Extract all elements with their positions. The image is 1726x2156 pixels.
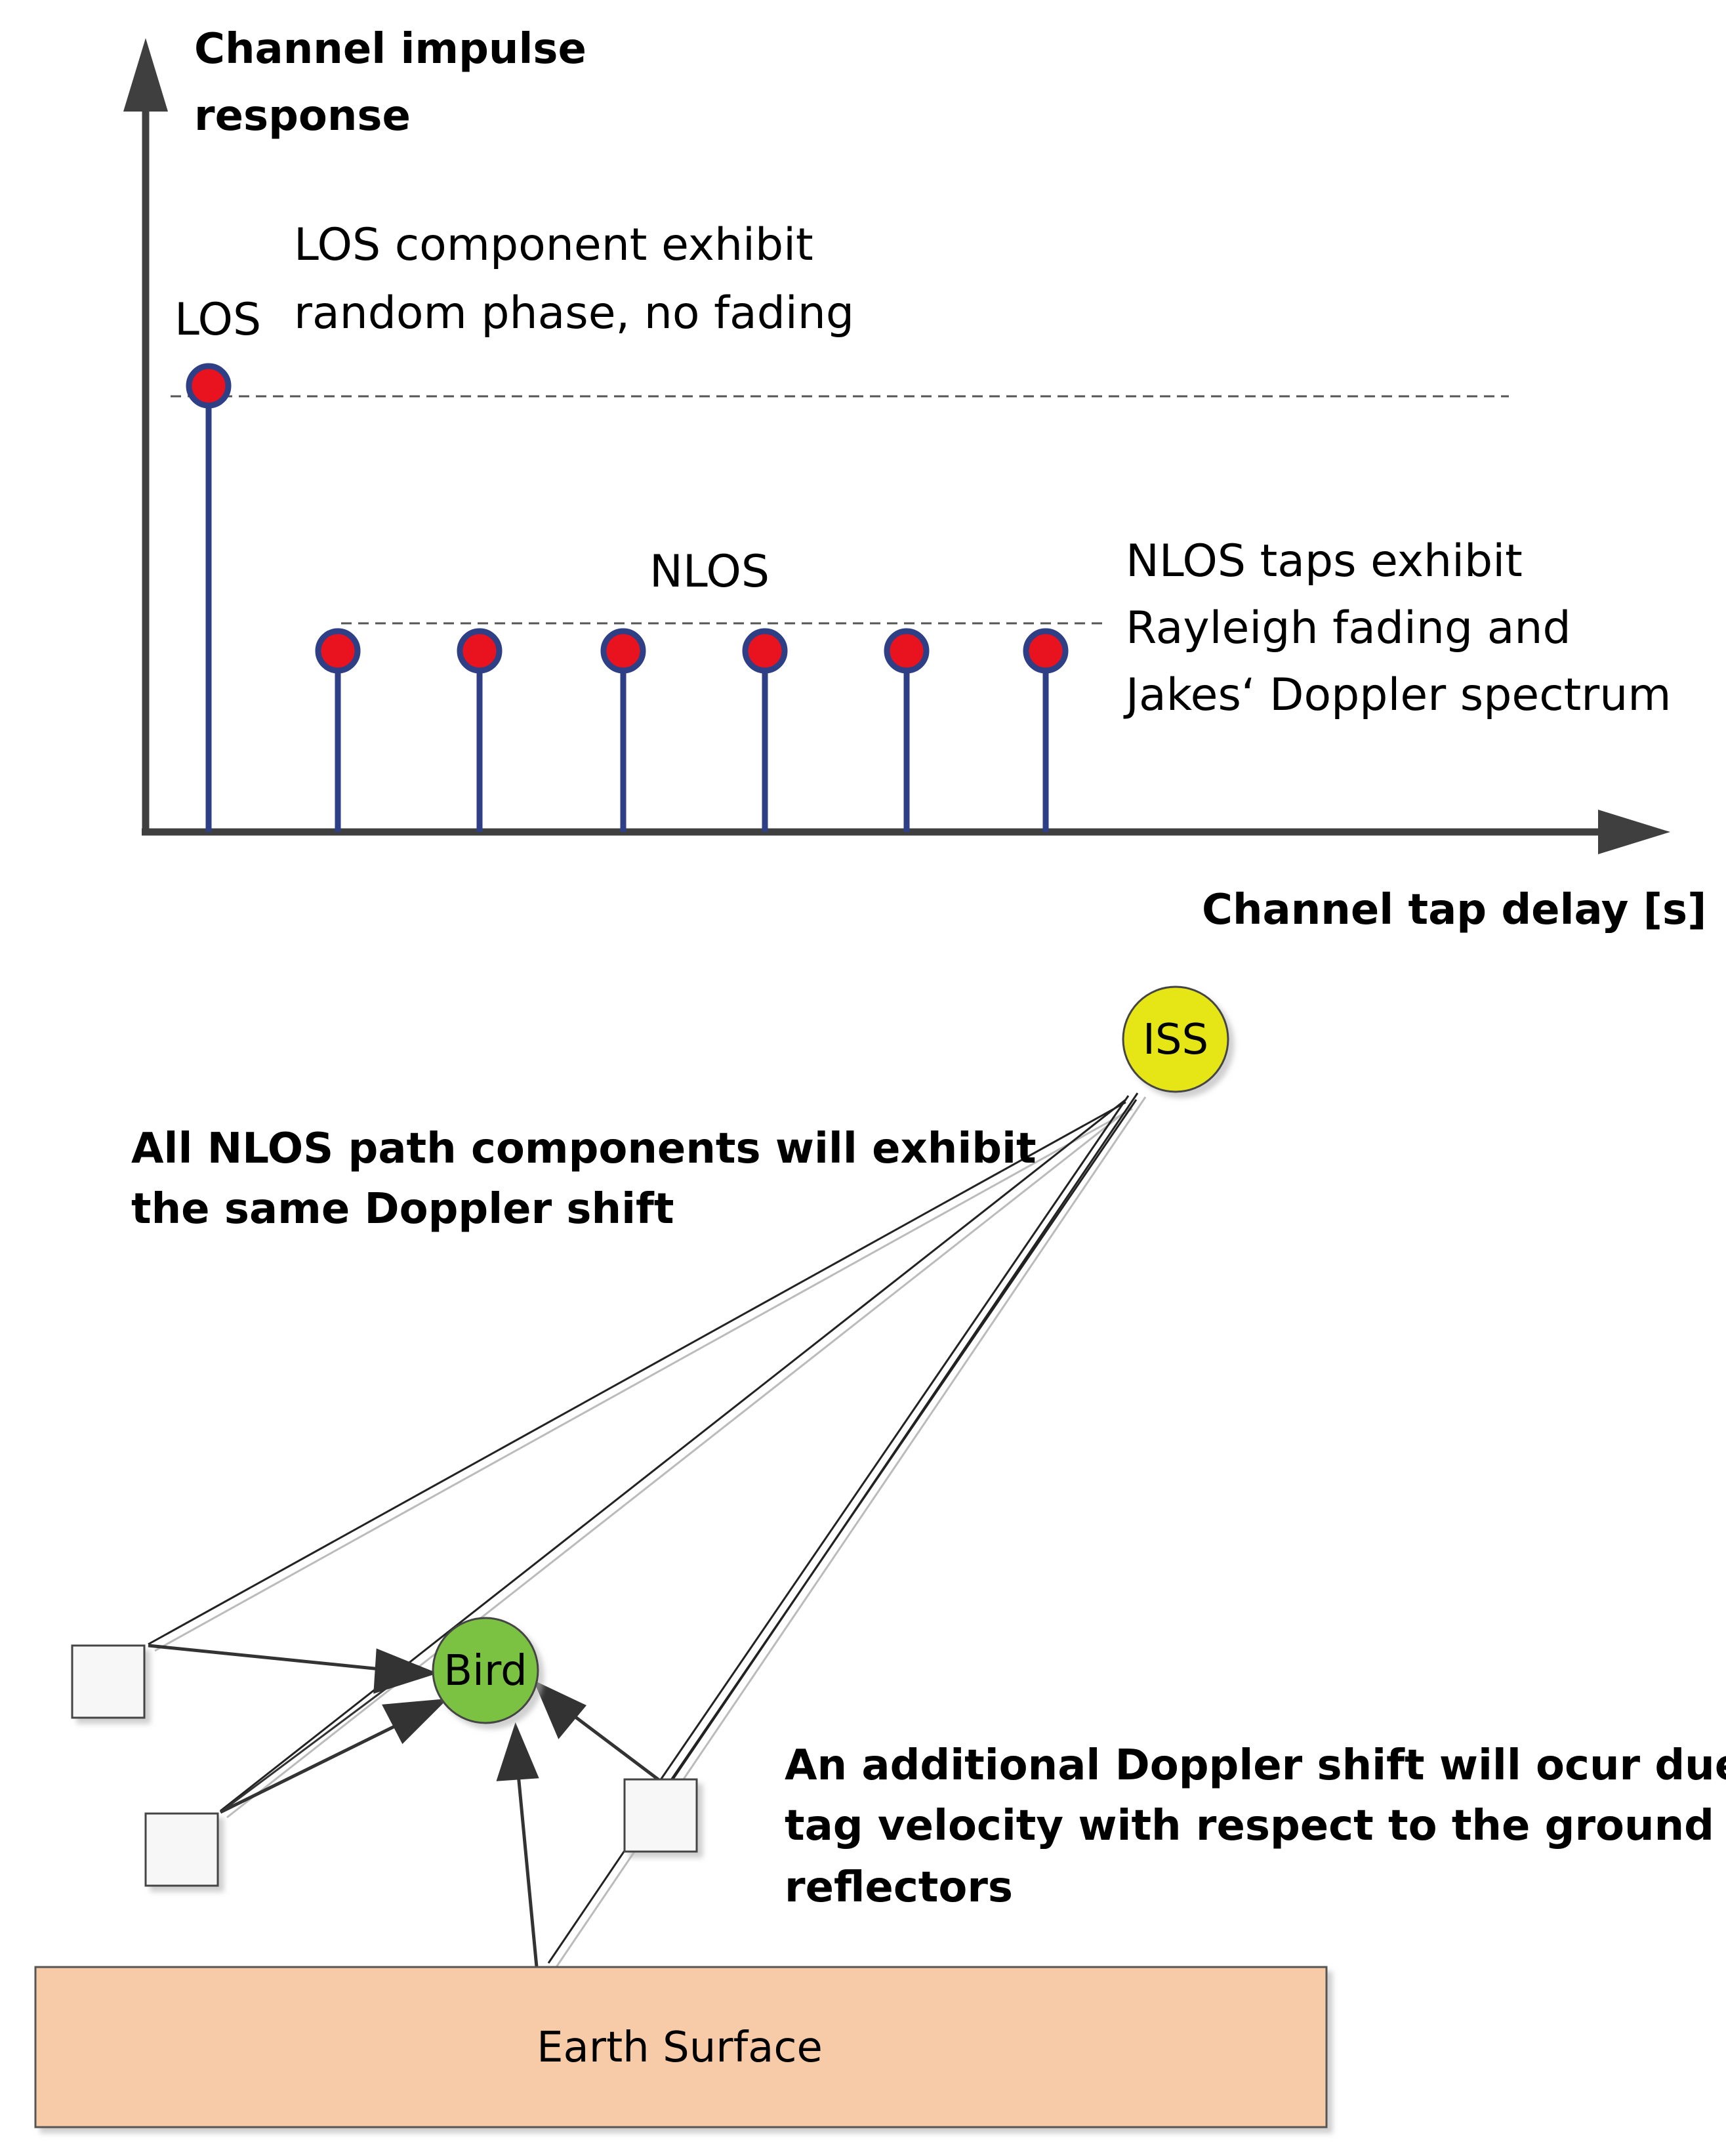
los-marker-1	[186, 363, 232, 409]
ground-reflector-1	[71, 1644, 146, 1719]
los-note-line2: random phase, no fading	[294, 287, 854, 339]
bird-node: Bird	[432, 1617, 539, 1724]
x-axis-arrowhead	[1598, 810, 1670, 854]
path-iss-to-reflector-2-b	[226, 1105, 1133, 1819]
arrow-reflector3-to-bird-head	[533, 1680, 586, 1739]
arrow-earth-to-bird-head	[496, 1722, 539, 1781]
iss-circle	[1122, 985, 1229, 1093]
nlos-marker-3	[600, 628, 646, 674]
nlos-note-line2: Rayleigh fading and	[1126, 602, 1571, 654]
earth-surface-rect	[34, 1966, 1328, 2128]
x-axis-label: Channel tap delay [s]	[1202, 886, 1706, 934]
path-iss-to-reflector-1-b	[154, 1108, 1133, 1652]
impulse-response-chart: Channel impulse response LOS LOS compone…	[123, 25, 1706, 934]
iss-label: ISS	[1143, 1016, 1208, 1064]
los-label: LOS	[175, 294, 261, 346]
stem-series	[186, 363, 1069, 832]
nlos-marker-1	[315, 628, 361, 674]
path-iss-to-reflector-2	[220, 1098, 1126, 1812]
los-note-line1: LOS component exhibit	[294, 219, 813, 271]
arrow-reflector2-to-bird-b	[219, 1718, 408, 1814]
nlos-marker-6	[1023, 628, 1069, 674]
bird-circle	[432, 1617, 539, 1724]
y-axis-label-line2: response	[194, 92, 411, 140]
nlos-marker-4	[742, 628, 788, 674]
arrow-reflector3-to-bird	[568, 1711, 661, 1782]
nlos-note-line1: NLOS taps exhibit	[1126, 535, 1523, 587]
tag-doppler-note-line3: reflectors	[785, 1863, 1013, 1912]
y-axis-label-line1: Channel impulse	[194, 25, 586, 73]
y-axis-arrowhead	[123, 38, 168, 112]
arrow-reflector1-to-bird-head	[373, 1648, 438, 1694]
nlos-marker-2	[457, 628, 503, 674]
arrow-earth-to-bird	[516, 1773, 539, 1968]
nlos-doppler-note-line2: the same Doppler shift	[131, 1185, 674, 1233]
scatter-arrows	[148, 1644, 661, 1968]
tag-doppler-note-line1: An additional Doppler shift will ocur du…	[785, 1741, 1726, 1790]
path-iss-to-reflector-1	[148, 1101, 1126, 1646]
propagation-scene: Bird ISS Earth Surface All NLOS path com…	[34, 985, 1726, 2128]
arrow-reflector2-to-bird-a	[220, 1676, 402, 1814]
tag-doppler-note-line2: tag velocity with respect to the ground	[785, 1802, 1714, 1850]
ground-reflector-3	[623, 1778, 698, 1853]
earth-surface: Earth Surface	[34, 1966, 1328, 2128]
nlos-marker-5	[884, 628, 930, 674]
path-iss-to-reflector-3	[659, 1095, 1130, 1781]
iss-node: ISS	[1122, 985, 1229, 1093]
earth-surface-label: Earth Surface	[537, 2023, 823, 2072]
nlos-note-line3: Jakes‘ Doppler spectrum	[1123, 669, 1672, 721]
nlos-doppler-note-line1: All NLOS path components will exhibit	[131, 1125, 1037, 1173]
nlos-label: NLOS	[649, 546, 770, 598]
ground-reflector-2	[144, 1812, 219, 1887]
arrow-reflector1-to-bird	[148, 1644, 394, 1672]
arrow-reflector2-to-bird-head	[382, 1698, 448, 1745]
propagation-paths	[148, 1092, 1147, 1968]
bird-label: Bird	[443, 1647, 527, 1695]
